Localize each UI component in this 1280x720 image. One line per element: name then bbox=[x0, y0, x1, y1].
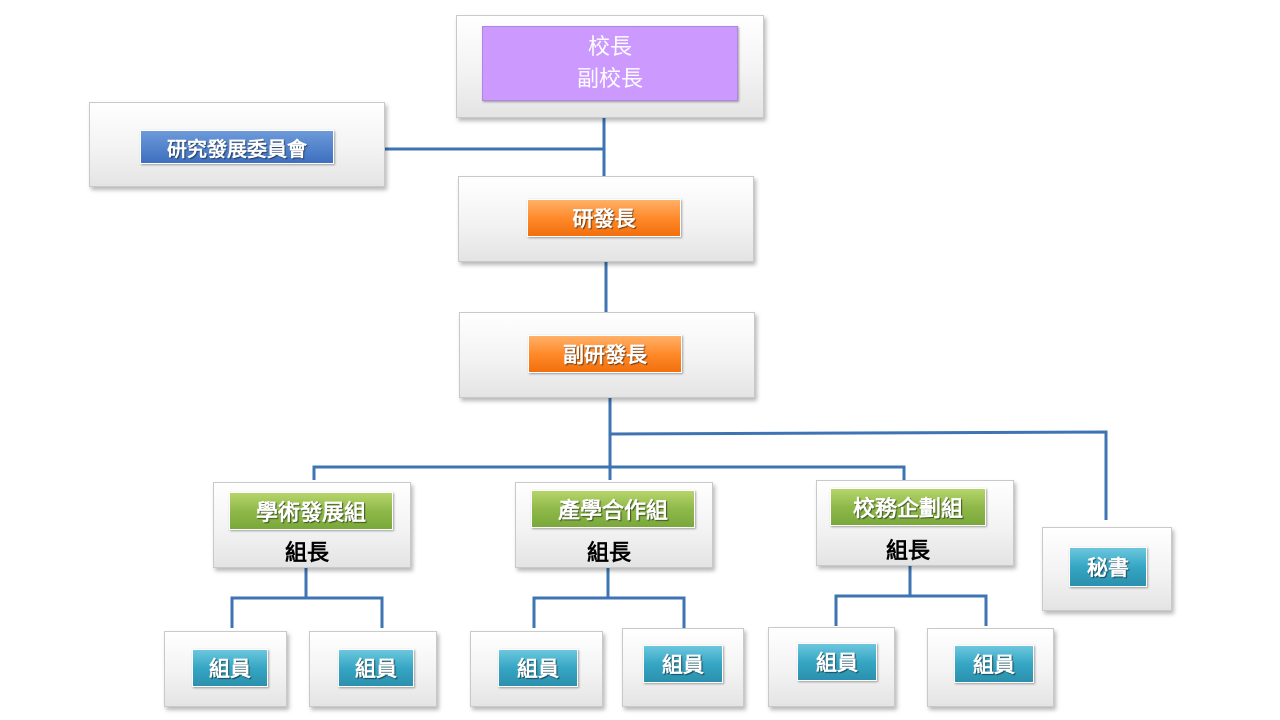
member-label: 組員 bbox=[954, 645, 1034, 683]
secretary-label: 秘書 bbox=[1069, 547, 1147, 587]
vice-dean-node[interactable]: 副研發長 bbox=[459, 312, 755, 398]
committee-node[interactable]: 研究發展委員會 bbox=[89, 102, 385, 187]
member-node[interactable]: 組員 bbox=[470, 631, 603, 707]
group-name-label: 校務企劃組 bbox=[830, 488, 986, 526]
dean-node[interactable]: 研發長 bbox=[458, 176, 754, 262]
connector-group1-members bbox=[230, 596, 384, 628]
president-title: 校長 bbox=[587, 34, 632, 60]
member-label: 組員 bbox=[498, 649, 578, 687]
president-label: 校長 副校長 bbox=[482, 26, 738, 101]
vice-dean-label: 副研發長 bbox=[528, 335, 682, 373]
member-node[interactable]: 組員 bbox=[164, 631, 287, 707]
group-node-academic[interactable]: 學術發展組 組長 bbox=[213, 482, 411, 568]
member-node[interactable]: 組員 bbox=[768, 627, 895, 707]
group-name-label: 學術發展組 bbox=[229, 492, 393, 530]
member-label: 組員 bbox=[643, 645, 723, 683]
member-label: 組員 bbox=[338, 649, 414, 687]
member-node[interactable]: 組員 bbox=[927, 628, 1054, 707]
member-node[interactable]: 組員 bbox=[309, 631, 437, 707]
connector-secretary bbox=[609, 430, 1108, 520]
secretary-node[interactable]: 秘書 bbox=[1042, 527, 1172, 611]
member-label: 組員 bbox=[797, 643, 877, 681]
connector-group2-members bbox=[532, 596, 686, 628]
group-node-industry[interactable]: 產學合作組 組長 bbox=[515, 482, 713, 568]
member-label: 組員 bbox=[192, 649, 268, 687]
group-head-label: 組長 bbox=[586, 541, 631, 566]
group-name-label: 產學合作組 bbox=[531, 490, 695, 528]
member-node[interactable]: 組員 bbox=[622, 628, 744, 707]
vice-president-title: 副校長 bbox=[576, 66, 643, 92]
president-node[interactable]: 校長 副校長 bbox=[456, 15, 764, 118]
dean-label: 研發長 bbox=[527, 199, 681, 237]
connector-group3-members bbox=[834, 594, 988, 626]
group-head-label: 組長 bbox=[885, 539, 930, 564]
connector-groups-bus bbox=[312, 465, 906, 480]
group-node-planning[interactable]: 校務企劃組 組長 bbox=[816, 480, 1014, 566]
group-head-label: 組長 bbox=[284, 541, 329, 566]
committee-label: 研究發展委員會 bbox=[140, 130, 334, 164]
